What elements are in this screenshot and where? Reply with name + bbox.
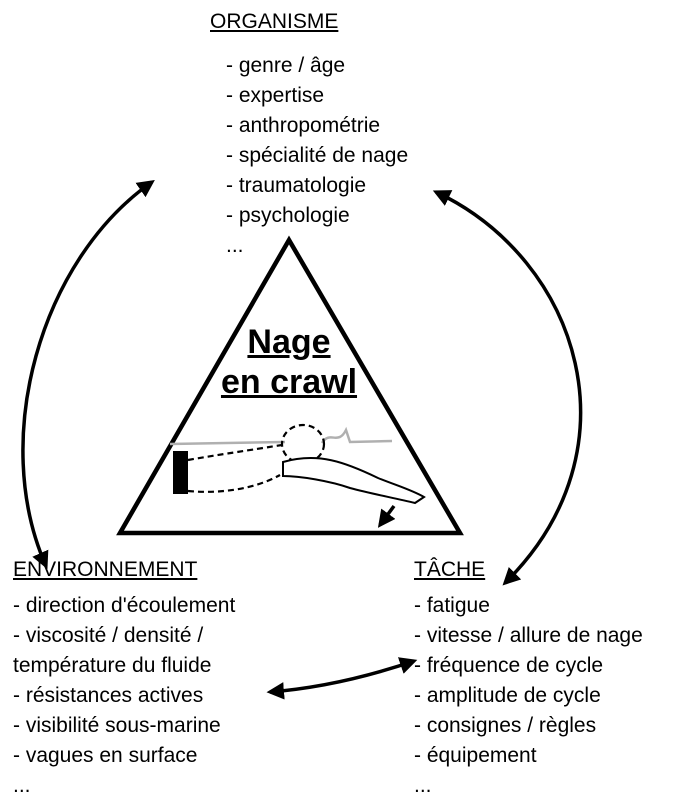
tache-item: - consignes / règles xyxy=(414,714,597,737)
swimmer-illustration xyxy=(169,423,426,528)
arrow-organisme-environnement xyxy=(21,179,155,570)
environnement-item: ... xyxy=(13,774,31,797)
environnement-item: - viscosité / densité / xyxy=(13,624,204,647)
environnement-item: - visibilité sous-marine xyxy=(13,714,221,737)
swimmer-head xyxy=(280,423,326,465)
tache-item: - fréquence de cycle xyxy=(414,654,604,677)
tache-item: - vitesse / allure de nage xyxy=(414,624,643,647)
environnement-item: - vagues en surface xyxy=(13,744,198,767)
arrow-organisme-tache xyxy=(432,190,583,586)
organisme-item: - psychologie xyxy=(226,204,350,227)
organisme-item: - traumatologie xyxy=(226,174,367,197)
water-line xyxy=(169,426,393,446)
organisme-item: - expertise xyxy=(226,84,325,107)
environnement-item: - direction d'écoulement xyxy=(13,594,236,617)
tache-item: - amplitude de cycle xyxy=(414,684,601,707)
organisme-item: - anthropométrie xyxy=(226,114,381,137)
tache-item: - équipement xyxy=(414,744,537,767)
environnement-item: - résistances actives xyxy=(13,684,204,707)
organisme-item: ... xyxy=(226,234,244,257)
swimmer-foot xyxy=(173,451,188,494)
environnement-heading: ENVIRONNEMENT xyxy=(13,558,198,581)
environnement-list: - direction d'écoulement - viscosité / d… xyxy=(13,591,235,798)
center-title-line2: en crawl xyxy=(220,363,358,401)
swimmer-arm xyxy=(282,456,426,505)
swimmer-legs-outline xyxy=(187,443,283,493)
tache-item: - fatigue xyxy=(414,594,490,617)
tache-list: - fatigue - vitesse / allure de nage - f… xyxy=(414,591,643,798)
tache-heading: TÂCHE xyxy=(414,558,486,581)
organisme-item: - spécialité de nage xyxy=(226,144,409,167)
organisme-item: - genre / âge xyxy=(226,54,346,77)
tache-item: ... xyxy=(414,774,432,797)
environnement-item: température du fluide xyxy=(13,654,212,677)
organisme-heading: ORGANISME xyxy=(210,10,339,33)
propulsion-arrow xyxy=(377,504,396,528)
central-triangle xyxy=(116,235,464,536)
center-title-line1: Nage xyxy=(247,323,331,361)
organisme-list: - genre / âge - expertise - anthropométr… xyxy=(226,51,408,261)
arrow-environnement-tache xyxy=(266,657,418,700)
center-title: Nage en crawl xyxy=(199,322,379,402)
